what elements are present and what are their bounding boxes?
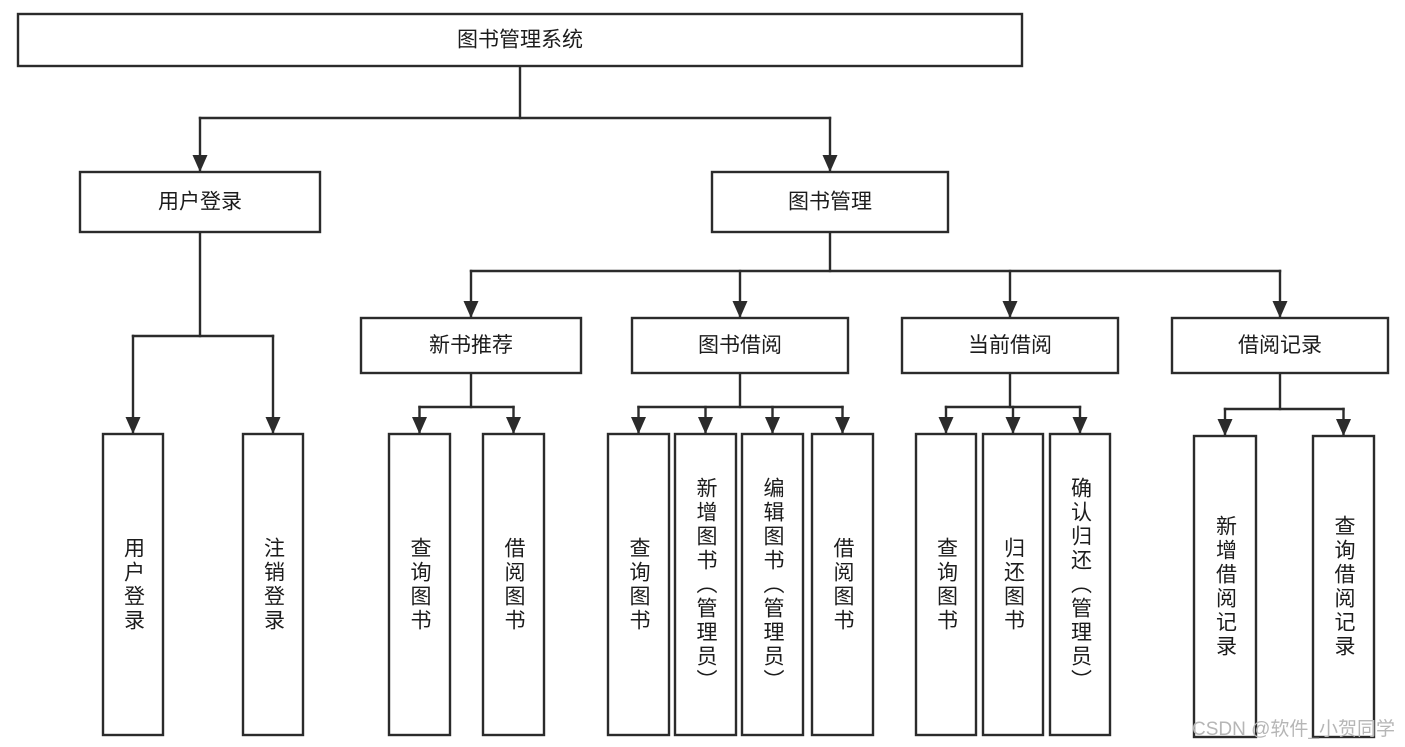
arrow-head-icon xyxy=(631,417,646,434)
node-label: 新书推荐 xyxy=(429,334,513,357)
node-label: 查询图书 xyxy=(408,536,431,633)
node-label: 借阅记录 xyxy=(1238,334,1322,357)
connector-layer xyxy=(125,64,1351,437)
node-label-wrapper: 新增图书（管理员） xyxy=(694,476,717,693)
node-l3_a2[interactable]: 注销登录 xyxy=(241,432,305,737)
node-label-wrapper: 新增借阅记录 xyxy=(1213,514,1237,659)
arrow-head-icon xyxy=(1336,419,1351,436)
node-label: 查询图书 xyxy=(934,536,958,633)
arrow-head-icon xyxy=(506,417,521,434)
node-label: 查询借阅记录 xyxy=(1332,514,1355,659)
node-label: 当前借阅 xyxy=(968,334,1052,357)
node-label-wrapper: 查询图书 xyxy=(627,536,650,633)
node-label-wrapper: 查询借阅记录 xyxy=(1332,514,1355,659)
node-box[interactable] xyxy=(1192,434,1258,739)
node-box[interactable] xyxy=(673,432,738,737)
node-box[interactable] xyxy=(1170,316,1390,375)
node-l3_b2[interactable]: 借阅图书 xyxy=(481,432,546,737)
node-label-wrapper: 借阅图书 xyxy=(831,536,854,633)
node-l3_c4[interactable]: 借阅图书 xyxy=(810,432,875,737)
node-l3_d3[interactable]: 确认归还（管理员） xyxy=(1048,432,1112,737)
arrow-head-icon xyxy=(192,155,208,172)
node-box[interactable] xyxy=(606,432,671,737)
node-label: 新增图书（管理员） xyxy=(694,476,717,693)
node-box[interactable] xyxy=(1311,434,1376,739)
arrow-head-icon xyxy=(412,417,427,434)
arrow-head-icon xyxy=(1272,301,1288,318)
node-label: 查询图书 xyxy=(627,536,650,633)
arrow-head-icon xyxy=(1072,417,1088,434)
node-l2_borrow_record[interactable]: 借阅记录 xyxy=(1170,316,1390,375)
node-l1_user_login[interactable]: 用户登录 xyxy=(78,170,322,234)
node-l3_a1[interactable]: 用户登录 xyxy=(101,432,165,737)
arrow-head-icon xyxy=(698,417,713,434)
node-label: 用户登录 xyxy=(121,536,145,633)
node-box[interactable] xyxy=(1048,432,1112,737)
arrow-head-icon xyxy=(125,417,141,434)
node-label: 用户登录 xyxy=(158,191,242,214)
node-box[interactable] xyxy=(810,432,875,737)
node-l3_c1[interactable]: 查询图书 xyxy=(606,432,671,737)
node-label-wrapper: 用户登录 xyxy=(121,536,145,633)
arrow-head-icon xyxy=(765,417,780,434)
node-l3_c3[interactable]: 编辑图书（管理员） xyxy=(740,432,805,737)
node-box[interactable] xyxy=(981,432,1045,737)
node-box[interactable] xyxy=(359,316,583,375)
node-label-wrapper: 查询图书 xyxy=(934,536,958,633)
node-label: 注销登录 xyxy=(261,536,285,633)
node-label-wrapper: 确认归还（管理员） xyxy=(1068,476,1092,693)
node-l3_d2[interactable]: 归还图书 xyxy=(981,432,1045,737)
node-label: 借阅图书 xyxy=(831,536,854,633)
node-box[interactable] xyxy=(900,316,1120,375)
arrow-head-icon xyxy=(1217,419,1233,436)
node-l3_e1[interactable]: 新增借阅记录 xyxy=(1192,434,1258,739)
node-box[interactable] xyxy=(241,432,305,737)
arrow-head-icon xyxy=(835,417,850,434)
node-label-wrapper: 注销登录 xyxy=(261,536,285,633)
node-label: 借阅图书 xyxy=(502,536,525,633)
arrow-head-icon xyxy=(463,301,479,318)
node-layer: 图书管理系统用户登录图书管理新书推荐图书借阅当前借阅借阅记录用户登录注销登录查询… xyxy=(16,12,1390,739)
node-label: 图书借阅 xyxy=(698,334,782,357)
node-label: 编辑图书（管理员） xyxy=(761,476,784,693)
node-l3_e2[interactable]: 查询借阅记录 xyxy=(1311,434,1376,739)
node-l2_book_borrow[interactable]: 图书借阅 xyxy=(630,316,850,375)
arrow-head-icon xyxy=(822,155,838,172)
node-l3_b1[interactable]: 查询图书 xyxy=(387,432,452,737)
node-box[interactable] xyxy=(740,432,805,737)
node-label-wrapper: 查询图书 xyxy=(408,536,431,633)
node-l3_c2[interactable]: 新增图书（管理员） xyxy=(673,432,738,737)
node-l2_new_book_rec[interactable]: 新书推荐 xyxy=(359,316,583,375)
node-label-wrapper: 借阅图书 xyxy=(502,536,525,633)
arrow-head-icon xyxy=(732,301,748,318)
node-l2_current_borrow[interactable]: 当前借阅 xyxy=(900,316,1120,375)
arrow-head-icon xyxy=(1002,301,1018,318)
node-l1_book_mgmt[interactable]: 图书管理 xyxy=(710,170,950,234)
node-label: 图书管理系统 xyxy=(457,29,583,52)
node-box[interactable] xyxy=(914,432,978,737)
node-label: 新增借阅记录 xyxy=(1213,514,1237,659)
arrow-head-icon xyxy=(1005,417,1021,434)
node-root[interactable]: 图书管理系统 xyxy=(16,12,1024,68)
arrow-head-icon xyxy=(938,417,954,434)
node-box[interactable] xyxy=(78,170,322,234)
node-box[interactable] xyxy=(630,316,850,375)
node-box[interactable] xyxy=(16,12,1024,68)
arrow-head-icon xyxy=(265,417,281,434)
node-label: 图书管理 xyxy=(788,191,872,214)
node-box[interactable] xyxy=(101,432,165,737)
node-label-wrapper: 编辑图书（管理员） xyxy=(761,476,784,693)
node-label: 确认归还（管理员） xyxy=(1068,476,1092,693)
node-label-wrapper: 归还图书 xyxy=(1001,536,1025,633)
node-box[interactable] xyxy=(481,432,546,737)
node-label: 归还图书 xyxy=(1001,536,1025,633)
node-l3_d1[interactable]: 查询图书 xyxy=(914,432,978,737)
node-box[interactable] xyxy=(710,170,950,234)
node-box[interactable] xyxy=(387,432,452,737)
